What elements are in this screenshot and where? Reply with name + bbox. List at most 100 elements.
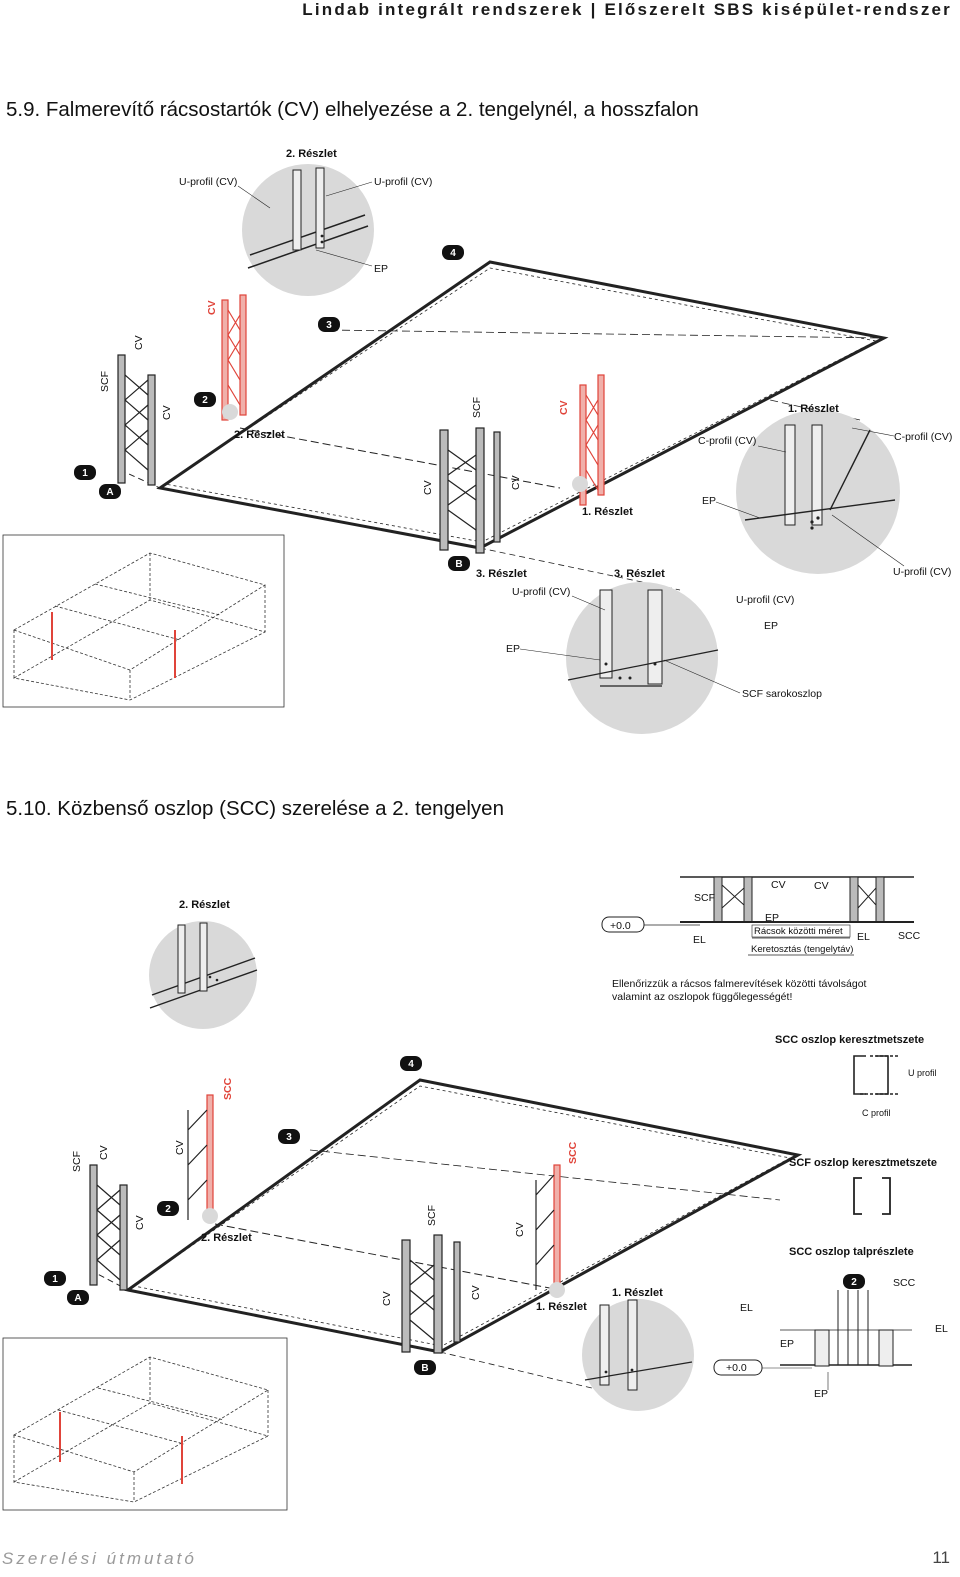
detail-3-title: 3. Részlet	[614, 568, 665, 580]
section-title-5-9: 5.9. Falmerevítő rácsostartók (CV) elhel…	[6, 98, 699, 121]
label-cv: CV	[174, 1140, 186, 1155]
scc-foot-ep2: EP	[814, 1388, 828, 1400]
svg-text:4: 4	[450, 248, 456, 259]
overview-thumbnail-2	[2, 1337, 288, 1511]
detail-1-circle	[736, 410, 900, 574]
scc-foot-level: +0.0	[726, 1362, 747, 1374]
scc-c-profile: C profil	[862, 1108, 891, 1118]
svg-text:B: B	[455, 559, 462, 570]
footer-title: Szerelési útmutató	[2, 1549, 197, 1568]
svg-text:4: 4	[408, 1059, 414, 1070]
svg-text:A: A	[106, 487, 113, 498]
scc-column-red-1	[187, 1094, 214, 1221]
detail-3-ep-left: EP	[506, 643, 520, 655]
badge-4-lower: 4	[400, 1056, 422, 1071]
scc-u-profile: U profil	[908, 1068, 937, 1078]
detail-1-ep: EP	[702, 495, 716, 507]
label-cv: CV	[134, 1215, 146, 1230]
badge-3-lower: 3	[278, 1129, 300, 1144]
cv-truss-red-1	[221, 294, 247, 421]
scf-column-a1-lower	[89, 1164, 128, 1291]
elev-el1: EL	[693, 934, 706, 946]
ref-detail-1: 1. Részlet	[582, 506, 633, 518]
label-cv: CV	[514, 1222, 526, 1237]
scf-column-b-lower	[401, 1234, 461, 1354]
label-cv: CV	[510, 475, 522, 490]
label-cv: CV	[161, 405, 173, 420]
scc-foot-scc: SCC	[893, 1277, 916, 1289]
section-title-5-10: 5.10. Közbenső oszlop (SCC) szerelése a …	[6, 797, 504, 820]
svg-text:1: 1	[82, 468, 88, 479]
badge-b: B	[448, 556, 470, 571]
label-scf: SCF	[426, 1205, 438, 1226]
label-cv-red: CV	[558, 400, 570, 415]
scc-section-title: SCC oszlop keresztmetszete	[775, 1034, 924, 1046]
scc-foot-badge: 2	[843, 1274, 865, 1289]
badge-a-lower: A	[67, 1290, 89, 1305]
scf-section-title: SCF oszlop keresztmetszete	[789, 1157, 937, 1169]
detail-1-bottom-label: U-profil (CV)	[893, 566, 951, 578]
detail-2-circle	[242, 164, 374, 296]
scc-column-red-2	[535, 1164, 561, 1290]
detail-marker	[202, 1208, 218, 1224]
elev-cv2: CV	[814, 880, 829, 892]
detail-1-right-label: C-profil (CV)	[894, 431, 952, 443]
floor-frame-bottom	[89, 1078, 803, 1391]
page-number: 11	[932, 1548, 950, 1567]
detail-marker	[572, 476, 588, 492]
svg-text:A: A	[74, 1293, 81, 1304]
elev-grid: Rácsok közötti méret	[754, 926, 843, 937]
badge-2-lower: 2	[157, 1201, 179, 1216]
label-cv: CV	[133, 335, 145, 350]
note-line2: valamint az oszlopok függőlegességét!	[612, 991, 792, 1003]
scc-foot-ep1: EP	[780, 1338, 794, 1350]
label-scc-red: SCC	[222, 1077, 234, 1100]
ref-detail-2: 2. Részlet	[234, 429, 285, 441]
elev-scc: SCC	[898, 930, 921, 942]
elev-scf: SCF	[694, 892, 715, 904]
badge-1: 1	[74, 465, 96, 480]
detail-3-right-label: U-profil (CV)	[736, 594, 794, 606]
scc-foot-drawing	[713, 1290, 912, 1390]
svg-text:1: 1	[52, 1274, 58, 1285]
scc-foot-el1: EL	[740, 1302, 753, 1314]
label-cv: CV	[98, 1145, 110, 1160]
label-cv: CV	[422, 480, 434, 495]
elev-ep: EP	[765, 912, 779, 924]
detail-2-ep: EP	[374, 263, 388, 275]
detail-1-title: 1. Részlet	[788, 403, 839, 415]
ref-detail-1-lower: 1. Részlet	[536, 1301, 587, 1313]
label-cv: CV	[381, 1291, 393, 1306]
elev-level: +0.0	[610, 920, 631, 932]
svg-text:3: 3	[286, 1132, 292, 1143]
label-cv-red: CV	[206, 300, 218, 315]
svg-text:2: 2	[202, 395, 208, 406]
wall-elevation	[601, 876, 914, 956]
badge-1-lower: 1	[44, 1271, 66, 1286]
page-header: Lindab integrált rendszerek | Előszerelt…	[302, 0, 952, 19]
detail-3-corner-label: SCF sarokoszlop	[742, 688, 822, 700]
note-line1: Ellenőrizzük a rácsos falmerevítések köz…	[612, 978, 867, 990]
badge-3: 3	[318, 317, 340, 332]
svg-text:2: 2	[851, 1277, 857, 1288]
detail-2-lower-title: 2. Részlet	[179, 899, 230, 911]
detail-2-lower-circle	[149, 921, 258, 1029]
ref-detail-3: 3. Részlet	[476, 568, 527, 580]
badge-b-lower: B	[414, 1360, 436, 1375]
detail-1-left-label: C-profil (CV)	[698, 435, 756, 447]
label-cv: CV	[470, 1285, 482, 1300]
badge-4: 4	[442, 245, 464, 260]
ref-detail-2-lower: 2. Részlet	[201, 1232, 252, 1244]
label-scf: SCF	[99, 371, 111, 392]
elev-el2: EL	[857, 931, 870, 943]
scc-section-shape	[853, 1055, 900, 1095]
badge-a: A	[99, 484, 121, 499]
label-scc-red: SCC	[567, 1141, 579, 1164]
scc-foot-el2: EL	[935, 1323, 948, 1335]
label-scf: SCF	[71, 1151, 83, 1172]
cv-truss-red-2	[579, 374, 605, 506]
svg-text:3: 3	[326, 320, 332, 331]
detail-marker	[222, 404, 238, 420]
badge-2: 2	[194, 392, 216, 407]
